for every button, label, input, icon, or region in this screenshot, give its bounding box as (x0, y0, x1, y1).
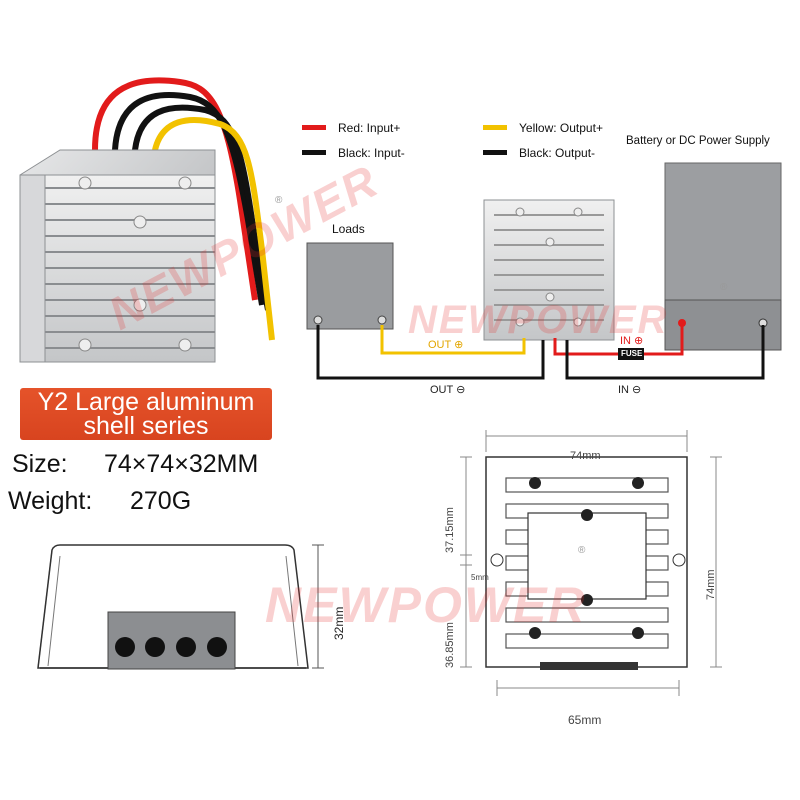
watermark-logo: NEWPOWER (265, 577, 587, 633)
in-plus-label: IN ⊕ (620, 335, 644, 347)
in-minus-label: IN ⊖ (618, 384, 642, 396)
power-supply-label: Battery or DC Power Supply (626, 135, 770, 147)
registered-mark: ® (275, 195, 283, 206)
registered-mark: ® (720, 282, 728, 293)
weight-label: Weight: (8, 487, 93, 515)
size-value: 74×74×32MM (104, 450, 259, 478)
dimension-upper-offset: 37.15mm (444, 507, 456, 553)
dimension-gap: 5mm (471, 573, 489, 582)
wiring-diagram (306, 162, 782, 380)
dimension-height-right: 74mm (705, 569, 717, 600)
dimension-mount-width: 65mm (568, 713, 602, 727)
red-wire-swatch (302, 125, 326, 130)
watermark-logo: NEWPOWER (408, 298, 669, 342)
series-badge: Y2 Large aluminum shell series (20, 388, 272, 440)
dimension-lower-offset: 36.85mm (444, 622, 456, 668)
dimension-height-side: 32mm (332, 606, 346, 640)
series-title-line2: shell series (83, 412, 209, 440)
out-minus-label: OUT ⊖ (430, 384, 466, 396)
dimension-width-top: 74mm (570, 450, 601, 462)
series-title-line1: Y2 Large aluminum (37, 388, 255, 416)
legend-yellow-output: Yellow: Output+ (519, 121, 603, 135)
fuse-label: FUSE (621, 349, 643, 358)
out-plus-label: OUT ⊕ (428, 339, 464, 351)
loads-label: Loads (332, 222, 365, 236)
top-view-drawing (460, 430, 722, 696)
legend-black-input: Black: Input- (338, 146, 405, 160)
yellow-wire-swatch (483, 125, 507, 130)
registered-mark: ® (578, 545, 586, 556)
legend-red-input: Red: Input+ (338, 121, 401, 135)
size-label: Size: (12, 450, 68, 478)
legend-black-output: Black: Output- (519, 146, 596, 160)
converter-product-photo (19, 77, 275, 363)
side-view-drawing (37, 544, 324, 670)
black-wire-swatch (302, 150, 326, 155)
black-wire-swatch (483, 150, 507, 155)
weight-value: 270G (130, 487, 192, 515)
